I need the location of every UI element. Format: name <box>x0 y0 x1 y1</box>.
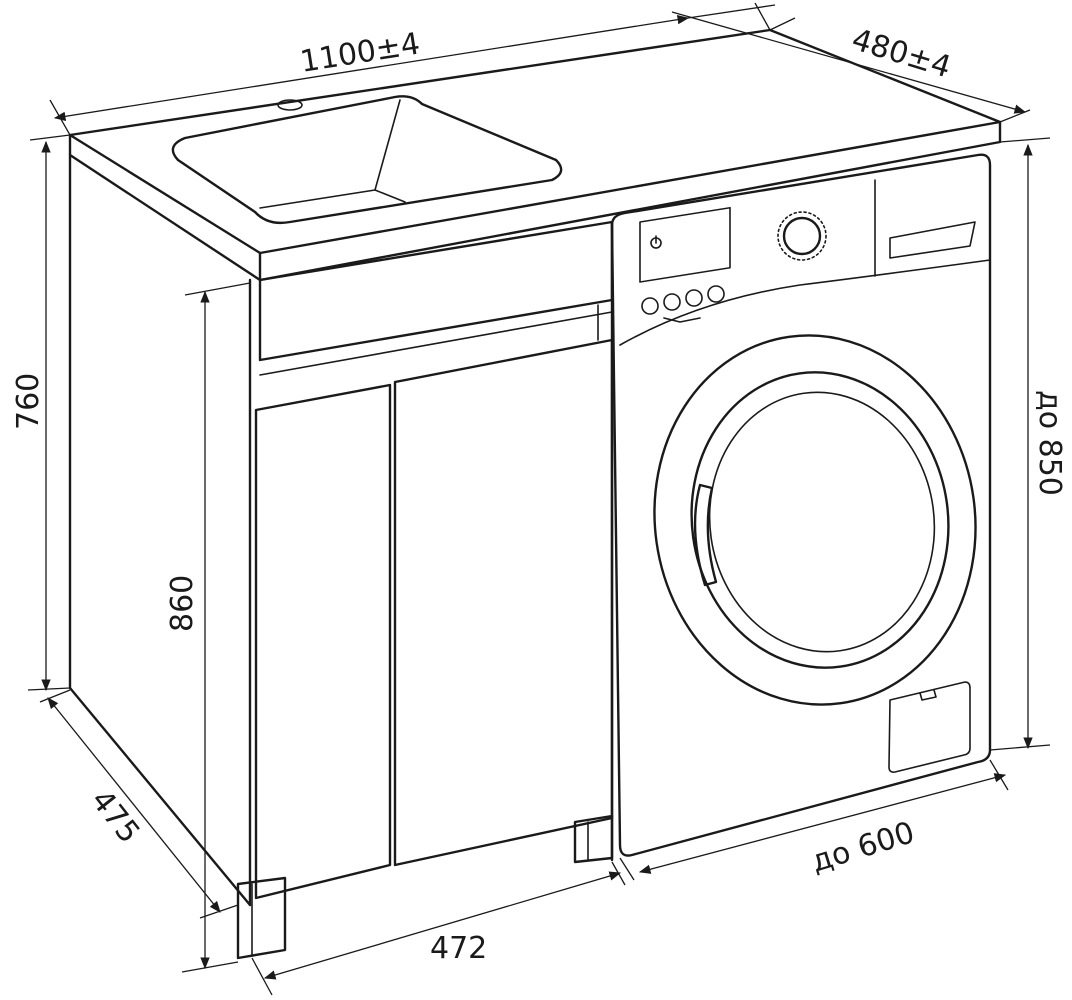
washer-door-ring <box>690 371 950 669</box>
washer-buttons <box>641 285 725 323</box>
sink-basin <box>171 95 563 225</box>
label-cabinet-width: 472 <box>430 931 487 966</box>
filter-hatch <box>888 681 971 773</box>
washer-door-handle <box>693 483 718 587</box>
cabinet-leg-right <box>573 814 614 864</box>
dimension-machine-width: до 600 <box>619 759 1009 881</box>
dimension-cabinet-height: 760 <box>11 134 71 692</box>
dimension-total-height: 860 <box>165 282 251 973</box>
dimension-machine-height: до 850 <box>989 137 1067 751</box>
washer-door-outer <box>653 334 977 706</box>
detergent-drawer <box>889 221 976 259</box>
dimension-top-width: 1100±4 <box>49 2 776 136</box>
label-cabinet-height: 760 <box>11 373 46 430</box>
cabinet-door-right <box>393 338 614 867</box>
washing-machine <box>610 153 992 857</box>
cabinet-door-left <box>254 383 392 900</box>
label-machine-height: до 850 <box>1032 390 1067 496</box>
dimension-cabinet-width: 472 <box>251 861 626 996</box>
dimension-side-depth: 475 <box>39 689 239 919</box>
label-side-depth: 475 <box>84 783 147 850</box>
cabinet-leg-front <box>236 876 287 960</box>
dimension-top-depth: 480±4 <box>671 11 1031 123</box>
washer-door-glass <box>708 391 936 653</box>
label-top-depth: 480±4 <box>848 22 955 85</box>
countertop <box>68 28 1002 282</box>
knob-icon <box>782 216 822 256</box>
washer-display <box>639 206 731 283</box>
cabinet <box>68 153 614 907</box>
label-total-height: 860 <box>165 575 200 632</box>
label-machine-width: до 600 <box>807 815 919 879</box>
label-top-width: 1100±4 <box>298 26 423 79</box>
